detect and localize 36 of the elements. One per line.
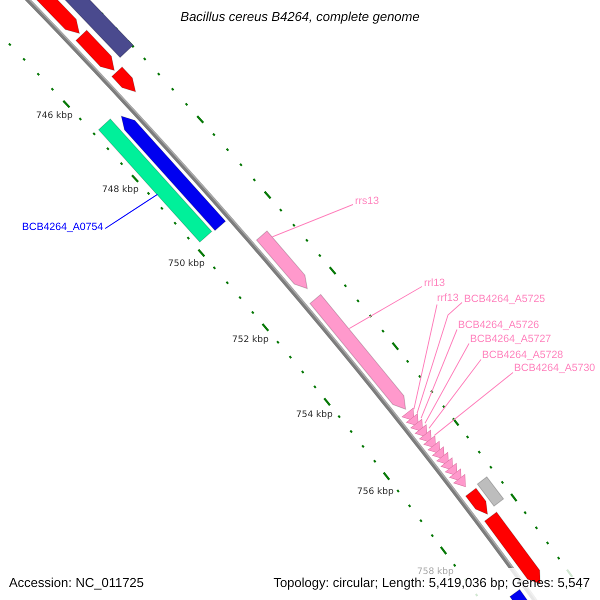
- leader-line: [348, 286, 422, 330]
- leader-line: [104, 194, 158, 229]
- gene-label: BCB4264_A5726: [458, 320, 540, 330]
- gene-label: BCB4264_A5725: [464, 294, 546, 304]
- gene-label: rrf13: [437, 293, 459, 304]
- scale-label: 746 kbp: [36, 112, 73, 121]
- scale-label: 758 kbp: [417, 568, 454, 577]
- summary-text: Topology: circular; Length: 5,419,036 bp; Genes: 5,547: [273, 576, 590, 589]
- scale-label: 752 kbp: [232, 336, 269, 345]
- leader-line: [413, 304, 438, 410]
- leader-line: [434, 372, 514, 436]
- gene-feature: [309, 294, 406, 410]
- leader-line: [420, 329, 458, 419]
- leader-line: [272, 204, 354, 238]
- leader-line: [424, 343, 470, 424]
- gene-label: BCB4264_A5728: [482, 350, 564, 360]
- gene-feature: [111, 66, 136, 93]
- gene-label: BCB4264_A5730: [514, 363, 596, 374]
- scale-label: 756 kbp: [357, 488, 394, 497]
- trna-cluster-drawing: [402, 408, 466, 488]
- scale-label: 748 kbp: [102, 186, 139, 195]
- gene-label: rrs13: [355, 196, 379, 206]
- gene-feature: [465, 488, 488, 515]
- gene-feature: [256, 230, 308, 290]
- leader-line: [416, 302, 462, 414]
- scale-label: 754 kbp: [296, 411, 333, 420]
- scale-label: 750 kbp: [168, 260, 205, 269]
- gene-label: BCB4264_A0754: [22, 222, 104, 232]
- gene-label: rrl13: [424, 278, 446, 288]
- leader-line: [428, 359, 482, 429]
- accession-text: Accession: NC_011725: [9, 576, 144, 589]
- gene-feature: [120, 115, 226, 232]
- title: Bacillus cereus B4264, complete genome: [180, 10, 420, 23]
- gene-label: BCB4264_A5727: [470, 334, 552, 344]
- gene-bar: [476, 476, 504, 507]
- gene-feature: [75, 30, 115, 72]
